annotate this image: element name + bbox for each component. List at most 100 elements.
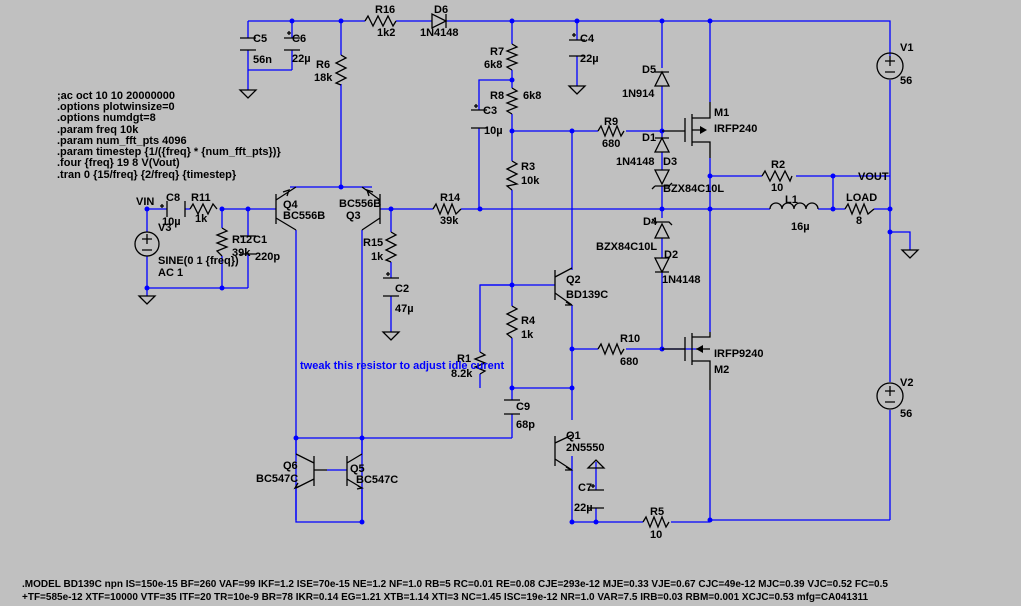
value-r1: 8.2k (451, 368, 473, 380)
value-r3: 10k (521, 175, 540, 187)
label-c3: C3 (483, 105, 497, 117)
value-c1: 220p (255, 251, 280, 263)
r11-symbol (189, 202, 218, 216)
label-c9: C9 (516, 401, 530, 413)
label-c7: C7 (578, 482, 592, 494)
directive-line: .four {freq} 19 8 V(Vout) (57, 157, 180, 169)
label-c1: C1 (253, 234, 267, 246)
directive-line: ;ac oct 10 10 20000000 (57, 90, 175, 102)
label-r3: R3 (521, 161, 535, 173)
label-v3: V3 (158, 222, 171, 234)
l1-symbol (769, 202, 819, 210)
value-c7: 22µ (574, 502, 593, 514)
label-r11: R11 (191, 192, 211, 204)
label-r15: R15 (363, 237, 383, 249)
value-q3: BC556B (339, 198, 381, 210)
r8-symbol (505, 87, 519, 115)
directive-line: .param num_fft_pts 4096 (57, 135, 187, 147)
value-load: 8 (856, 215, 862, 227)
r4-symbol (505, 305, 519, 339)
source-symbols (134, 52, 904, 410)
directive-line: .tran 0 {15/freq} {2/freq} {timestep} (57, 169, 237, 181)
value-r2: 10 (771, 182, 783, 194)
label-r16: R16 (375, 4, 395, 16)
resistor-symbols (189, 14, 875, 529)
r6-symbol (334, 54, 348, 86)
r10-symbol (597, 342, 625, 356)
r7-symbol (505, 43, 519, 71)
directives-block: ;ac oct 10 10 20000000 .options plotwins… (57, 90, 281, 181)
value-r9: 680 (602, 138, 620, 150)
label-v1: V1 (900, 42, 913, 54)
idle-current-comment: tweak this resistor to adjust idle curen… (300, 360, 504, 372)
d6-symbol (431, 12, 448, 30)
q4-symbol (275, 186, 297, 231)
transistor-symbols (275, 102, 711, 490)
value-c9: 68p (516, 419, 535, 431)
label-d1: D1 (642, 132, 656, 144)
label-r1: R1 (457, 353, 471, 365)
label-r6: R6 (316, 59, 330, 71)
d5-symbol (653, 70, 671, 87)
value-r8: 6k8 (523, 90, 541, 102)
d1-symbol (653, 136, 671, 153)
net-label-vin: VIN (136, 196, 154, 208)
c8-symbol (160, 201, 186, 217)
component-labels: C5 56n C6 22µ R16 1k2 D6 1N4148 R6 18k R… (158, 4, 913, 541)
value-d6: 1N4148 (420, 27, 459, 39)
label-r9: R9 (604, 116, 618, 128)
r2-symbol (761, 169, 793, 183)
value-r10: 680 (620, 356, 638, 368)
v1-symbol (876, 52, 904, 80)
directive-line: .options plotwinsize=0 (57, 101, 175, 113)
c6-symbol (284, 31, 300, 51)
value-r6: 18k (314, 72, 333, 84)
c2-symbol (383, 272, 399, 297)
directive-line: .param freq 10k (57, 124, 139, 136)
label-q2: Q2 (566, 274, 581, 286)
label-r8: R8 (490, 90, 504, 102)
value-r16: 1k2 (377, 27, 395, 39)
c3-symbol (471, 104, 487, 129)
d4-symbol (651, 218, 673, 239)
value-r15: 1k (371, 251, 384, 263)
label-q1: Q1 (566, 430, 581, 442)
label-d4: D4 (643, 216, 658, 228)
directive-line: .param timestep {1/({freq} * {num_fft_pt… (57, 146, 281, 158)
label-r4: R4 (521, 315, 536, 327)
label-r12: R12 (232, 234, 252, 246)
value-c4: 22µ (580, 53, 599, 65)
label-q4: Q4 (283, 199, 299, 211)
label-c5: C5 (253, 33, 267, 45)
r3-symbol (505, 160, 519, 191)
label-q5: Q5 (350, 463, 365, 475)
value-q1: 2N5550 (566, 442, 605, 454)
model-block: .MODEL BD139C npn IS=150e-15 BF=260 VAF=… (22, 579, 888, 603)
value-m1: IRFP240 (714, 123, 757, 135)
wires (146, 20, 911, 523)
q5-symbol (346, 453, 364, 490)
label-c4: C4 (580, 33, 595, 45)
value-r11: 1k (195, 213, 208, 225)
value-l1: 16µ (791, 221, 810, 233)
v2-symbol (876, 382, 904, 410)
d3-symbol (651, 169, 673, 190)
value-m2: IRFP9240 (714, 348, 764, 360)
label-v2: V2 (900, 377, 913, 389)
m2-symbol (662, 332, 711, 390)
label-r5: R5 (650, 506, 664, 518)
label-m1: M1 (714, 107, 729, 119)
value-v3-ac: AC 1 (158, 267, 183, 279)
v3-symbol (134, 231, 160, 257)
label-r10: R10 (620, 333, 640, 345)
label-q3: Q3 (346, 210, 361, 222)
label-load: LOAD (846, 192, 877, 204)
label-d3: D3 (663, 156, 677, 168)
value-c6: 22µ (292, 53, 311, 65)
label-q6: Q6 (283, 460, 298, 472)
r12-symbol (215, 227, 229, 257)
value-v1: 56 (900, 75, 912, 87)
d2-symbol (653, 257, 671, 274)
c5-symbol (240, 37, 256, 51)
